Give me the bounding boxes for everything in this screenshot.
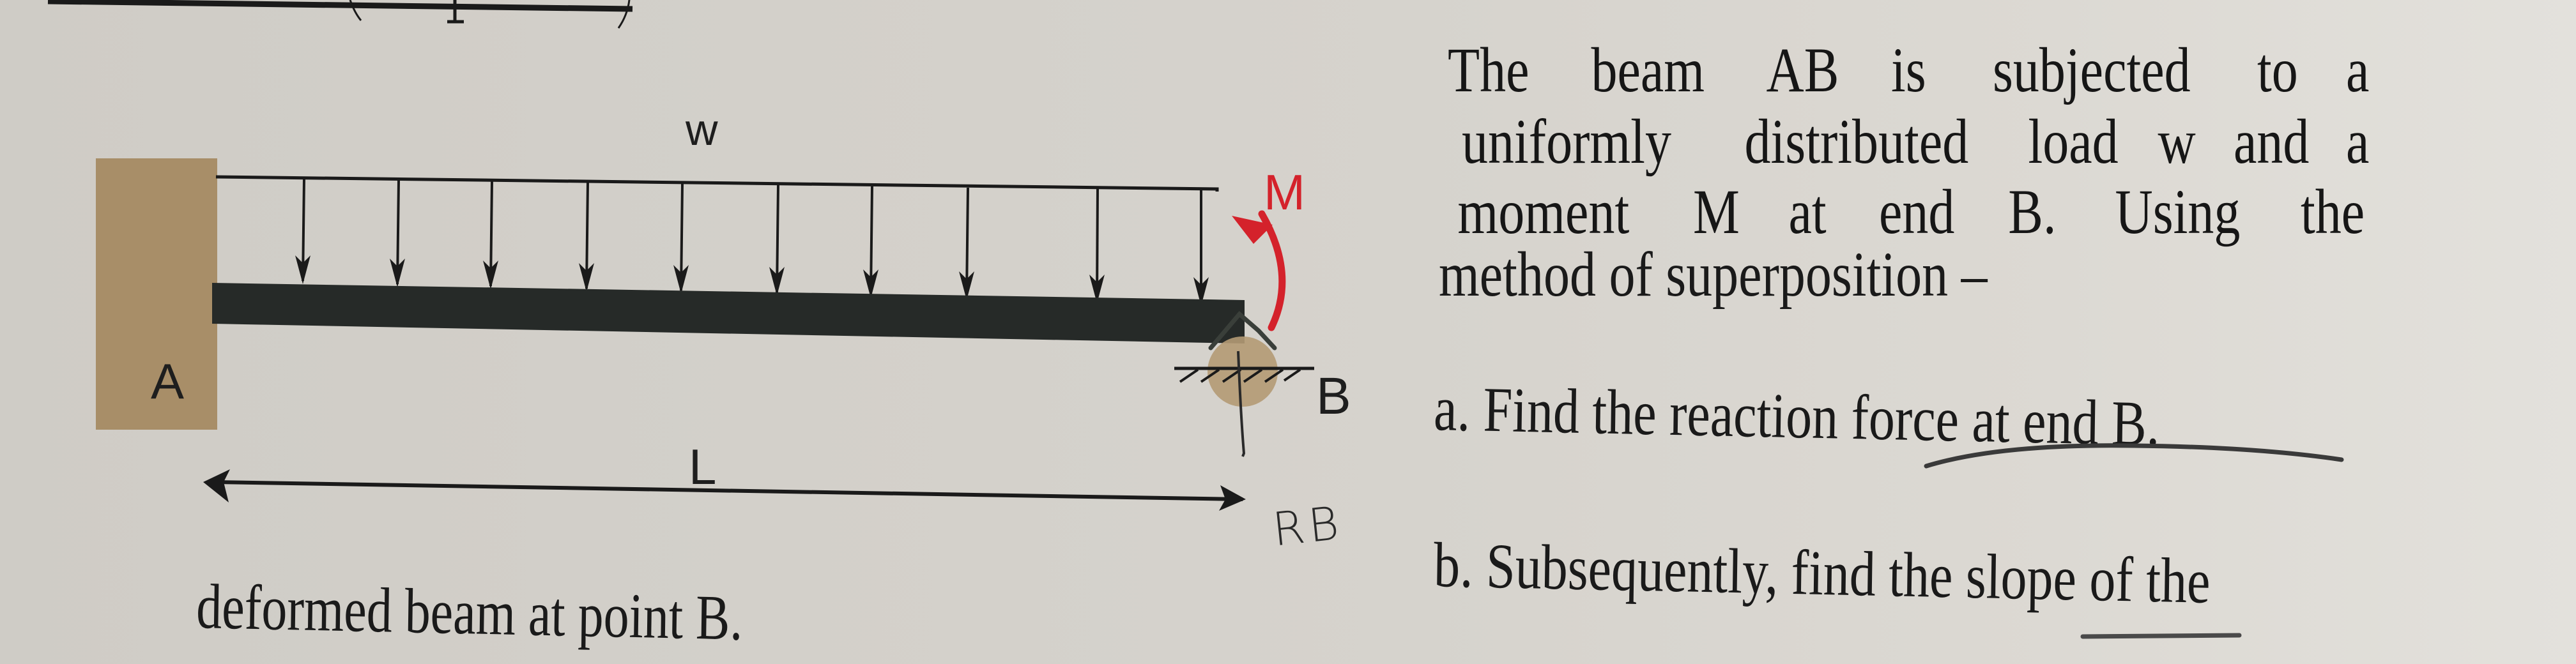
word: at bbox=[1788, 176, 1827, 247]
pin-support-b bbox=[1208, 336, 1278, 407]
word: a bbox=[2345, 106, 2370, 177]
word: end bbox=[1878, 176, 1955, 247]
question-part-b: b. Subsequently, find the slope of the bbox=[1433, 529, 2211, 617]
word: The bbox=[1447, 34, 1529, 105]
word: subjected bbox=[1992, 34, 2191, 105]
intro-line-3: moment M at end B. Using the bbox=[1439, 175, 2372, 248]
handwritten-rb-label: RB bbox=[1269, 495, 1346, 557]
handwritten-reaction-arrow bbox=[1237, 351, 1246, 457]
moment-arrow-icon bbox=[1232, 210, 1286, 331]
previous-figure-remnant bbox=[47, 0, 633, 29]
word: Using bbox=[2115, 176, 2240, 247]
word: uniformly bbox=[1461, 106, 1671, 177]
handwritten-underline-b bbox=[2080, 633, 2242, 639]
question-continuation: deformed beam at point B. bbox=[195, 571, 744, 654]
word: beam bbox=[1591, 34, 1705, 105]
word: and bbox=[2234, 106, 2310, 177]
beam-diagram bbox=[47, 0, 1314, 511]
intro-line-1: The beam AB is subjected to a bbox=[1439, 33, 2372, 107]
handwritten-underline-a bbox=[1924, 443, 2344, 469]
word: is bbox=[1891, 34, 1926, 105]
fixed-wall-a bbox=[96, 158, 217, 430]
distributed-load-arrows bbox=[295, 178, 1209, 306]
handwritten-pin-mark bbox=[1208, 311, 1277, 351]
word: B. bbox=[2007, 176, 2056, 247]
beam-ab bbox=[212, 283, 1245, 343]
word: a bbox=[2345, 34, 2369, 105]
word: M bbox=[1693, 176, 1740, 247]
support-label-b: B bbox=[1316, 367, 1351, 425]
distributed-load-line bbox=[215, 175, 1219, 192]
word: moment bbox=[1457, 176, 1630, 247]
word: w bbox=[2158, 106, 2196, 177]
word: to bbox=[2257, 34, 2298, 105]
word: AB bbox=[1766, 34, 1839, 105]
length-label-l: L bbox=[689, 439, 717, 495]
intro-line-4: method of superposition – bbox=[1439, 239, 1988, 310]
word: the bbox=[2300, 176, 2365, 247]
word: load bbox=[2028, 106, 2119, 177]
intro-line-2: uniformly distributed load w and a bbox=[1439, 105, 2372, 178]
load-label-w: w bbox=[686, 105, 718, 155]
support-label-a: A bbox=[151, 353, 185, 409]
word: distributed bbox=[1744, 106, 1969, 177]
ground-hatch bbox=[1179, 368, 1301, 383]
moment-label-m: M bbox=[1264, 164, 1305, 220]
length-dimension-line bbox=[203, 469, 1246, 511]
